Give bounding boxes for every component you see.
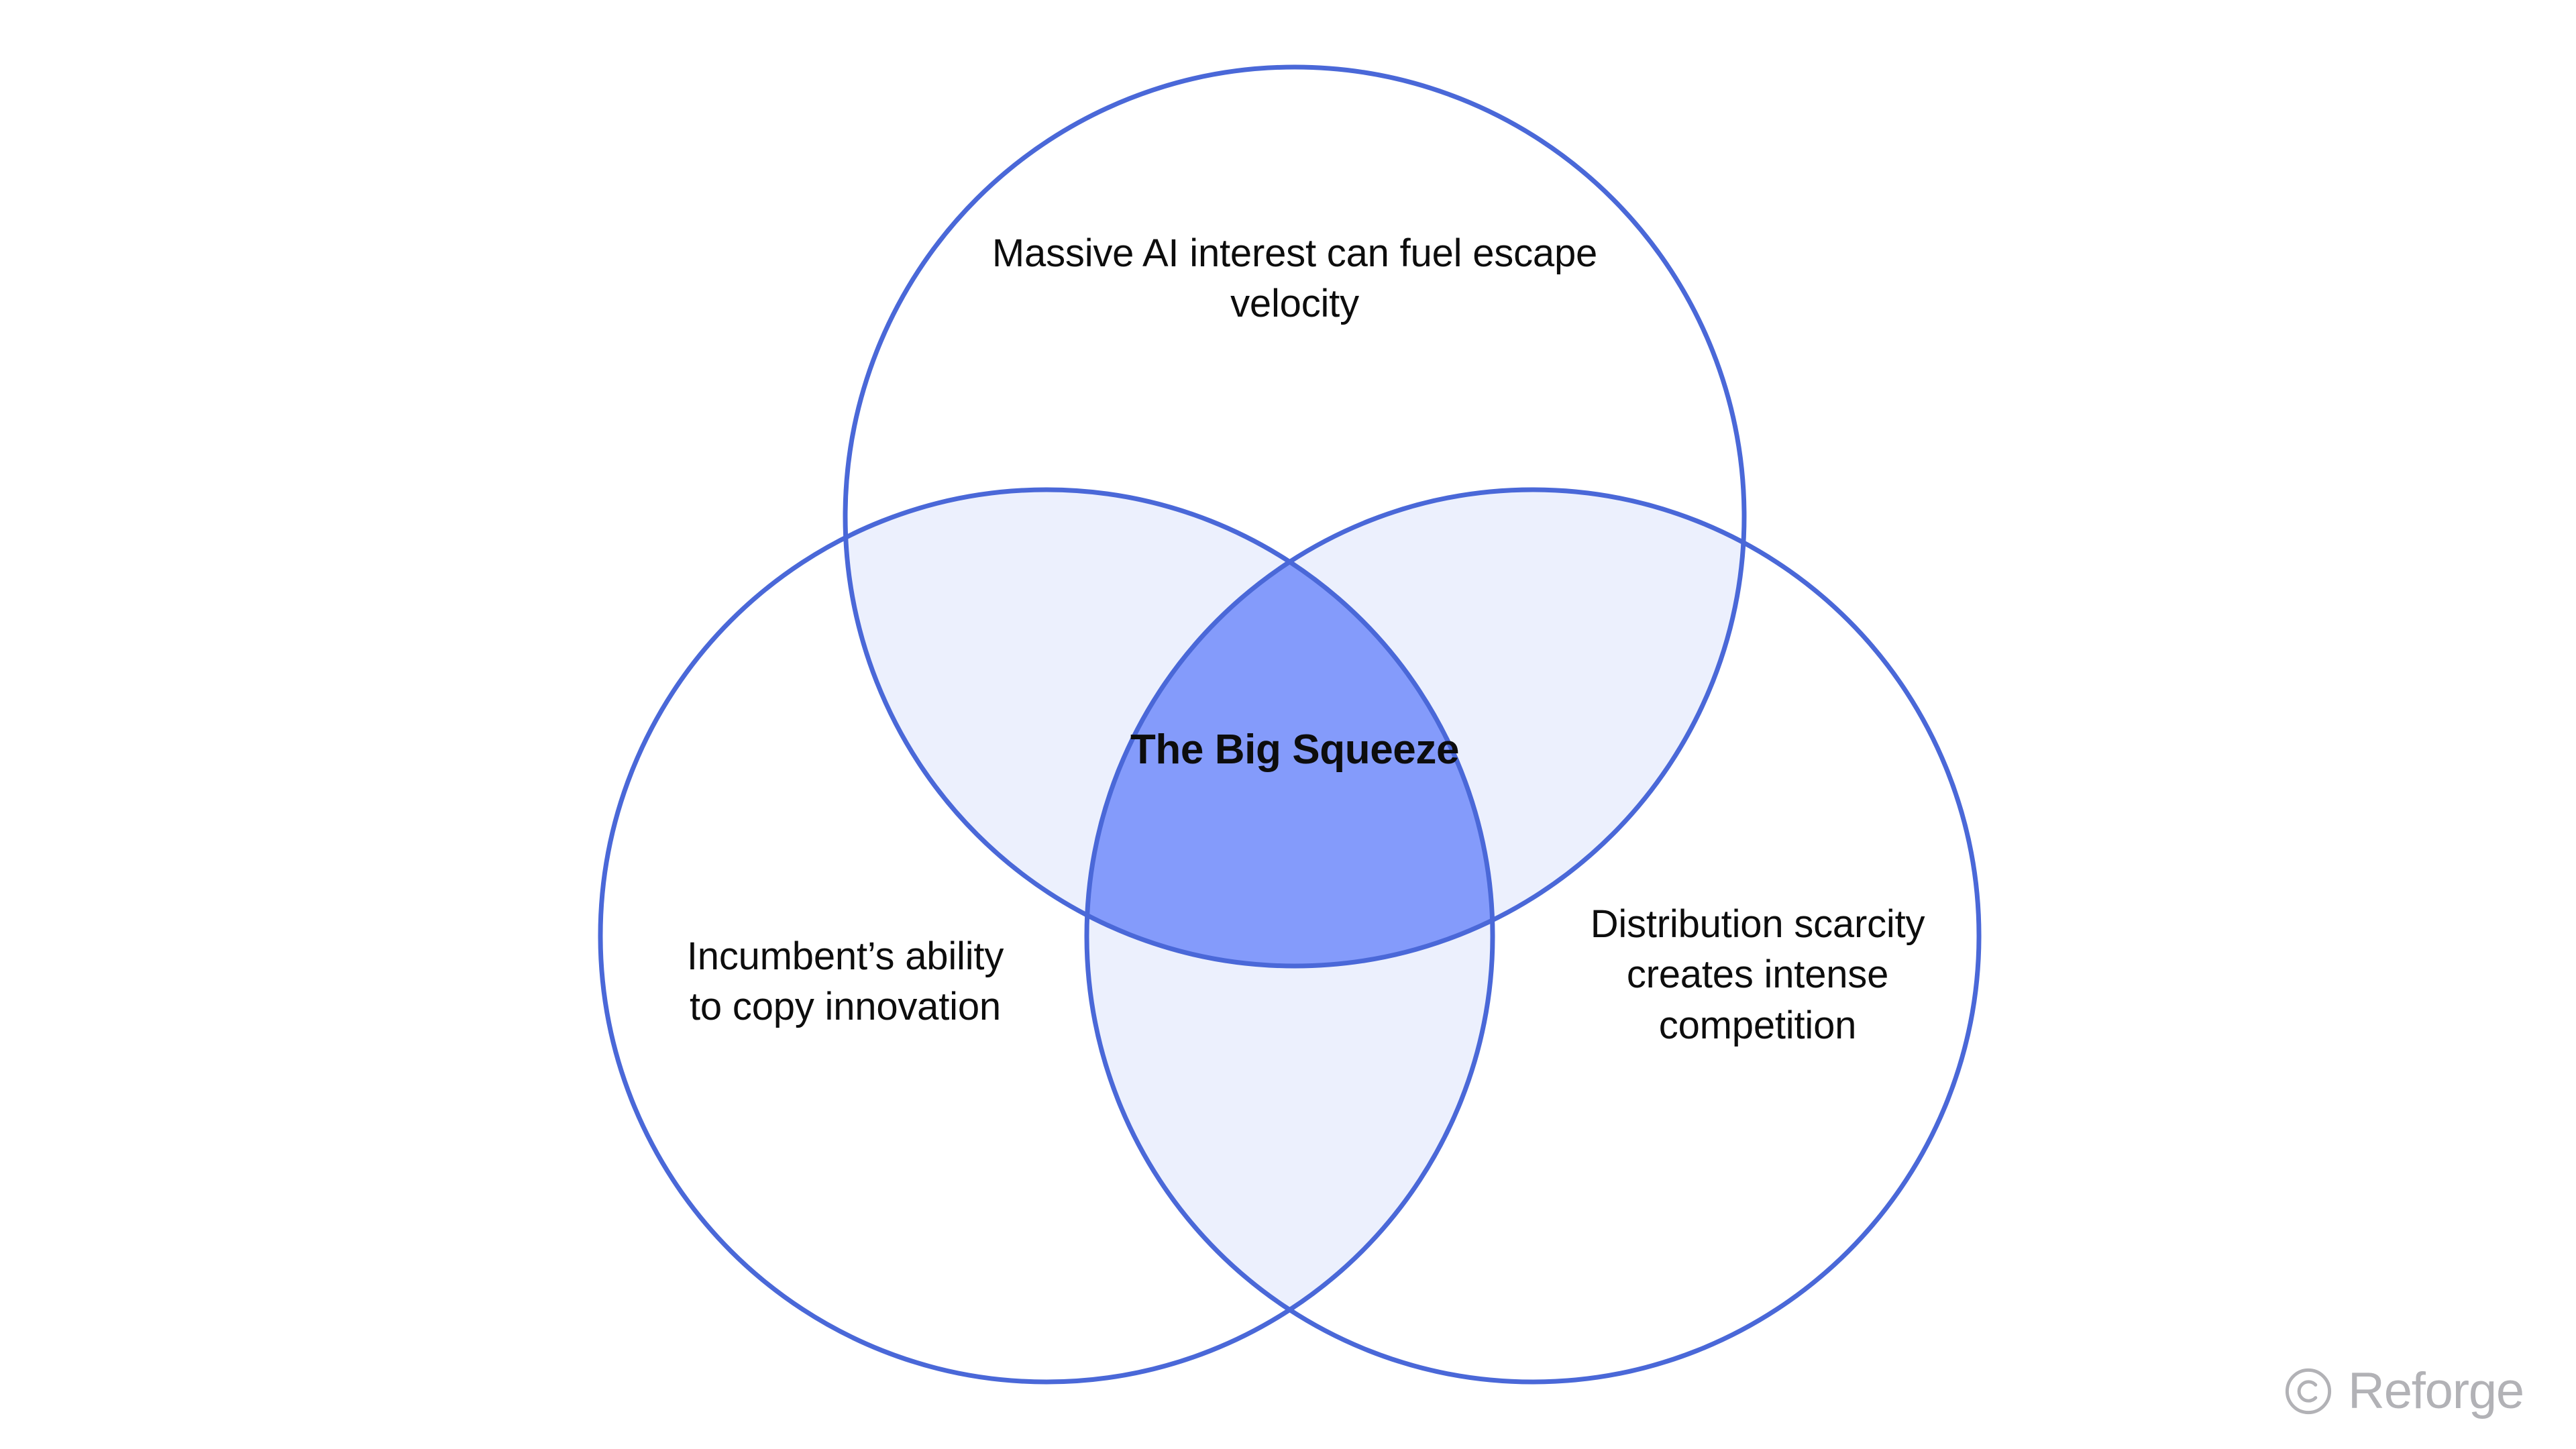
copyright-icon [2285, 1368, 2332, 1415]
circle-outline-left [598, 487, 1495, 1385]
circle-label-left: Incumbent’s ability to copy innovation [686, 934, 1004, 1029]
circle-outline-right [1084, 487, 1982, 1385]
circle-label-right: Distribution scarcity creates intense co… [1590, 902, 1925, 1047]
reforge-watermark: Reforge [2284, 1366, 2524, 1417]
center-label: The Big Squeeze [1130, 727, 1460, 773]
circle-outline-top [843, 64, 1747, 969]
circle-label-top: Massive AI interest can fuel escape velo… [991, 231, 1598, 326]
watermark-text: Reforge [2348, 1362, 2524, 1419]
